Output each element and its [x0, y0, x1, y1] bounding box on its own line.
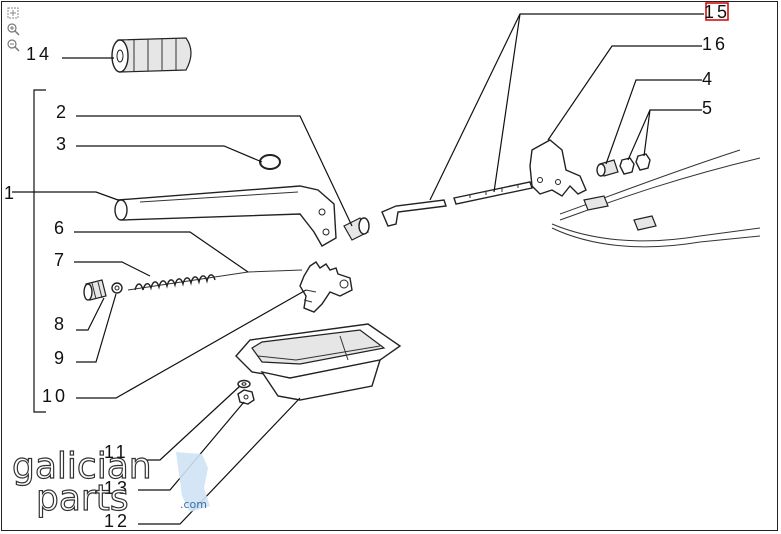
callout-3: 3 — [56, 134, 69, 154]
group-bracket — [33, 89, 46, 413]
galicianparts-logo: galician parts .com — [12, 448, 210, 518]
callout-4: 4 — [702, 69, 715, 89]
fit-page-icon[interactable] — [6, 6, 20, 20]
callout-9: 9 — [54, 348, 67, 368]
callout-8: 8 — [54, 314, 67, 334]
brake-cables[interactable] — [551, 149, 761, 248]
cable-bracket-part[interactable] — [529, 139, 587, 197]
callout-16: 16 — [702, 34, 728, 54]
callout-10: 10 — [42, 386, 68, 406]
callout-11: 11 — [104, 442, 129, 462]
rod-part[interactable] — [381, 181, 533, 227]
callout-15[interactable]: 15 — [704, 2, 730, 22]
small-washer-part[interactable] — [237, 379, 251, 389]
console-tray-part[interactable] — [235, 323, 402, 401]
snap-ring-part[interactable] — [259, 154, 281, 170]
lever-arm-part[interactable] — [114, 185, 337, 247]
ratchet-sector-part[interactable] — [299, 261, 353, 313]
callout-1: 1 — [4, 183, 17, 203]
washer-part[interactable] — [111, 282, 123, 294]
lock-nuts-part[interactable] — [619, 153, 651, 175]
callout-15-highlight — [705, 2, 729, 21]
watermark-line2: parts — [36, 478, 129, 518]
watermark-line1: galician — [12, 448, 152, 487]
callout-12: 12 — [104, 511, 130, 531]
spacer-sleeve-part[interactable] — [596, 159, 619, 177]
callout-13: 13 — [104, 478, 130, 498]
callout-5: 5 — [702, 98, 715, 118]
watermark-suffix: .com — [180, 498, 207, 511]
spring-rod-part[interactable] — [127, 269, 303, 291]
pivot-pin-part[interactable] — [343, 217, 370, 241]
callout-6: 6 — [54, 218, 67, 238]
callout-14: 14 — [26, 44, 52, 64]
hand-grip-part[interactable] — [111, 37, 192, 73]
zoom-out-icon[interactable] — [6, 38, 20, 52]
callout-7: 7 — [54, 250, 67, 270]
leader-lines — [12, 13, 704, 525]
zoom-in-icon[interactable] — [6, 22, 20, 36]
hex-nut-part[interactable] — [237, 389, 255, 405]
callout-2: 2 — [56, 102, 69, 122]
release-knob-part[interactable] — [83, 279, 107, 301]
